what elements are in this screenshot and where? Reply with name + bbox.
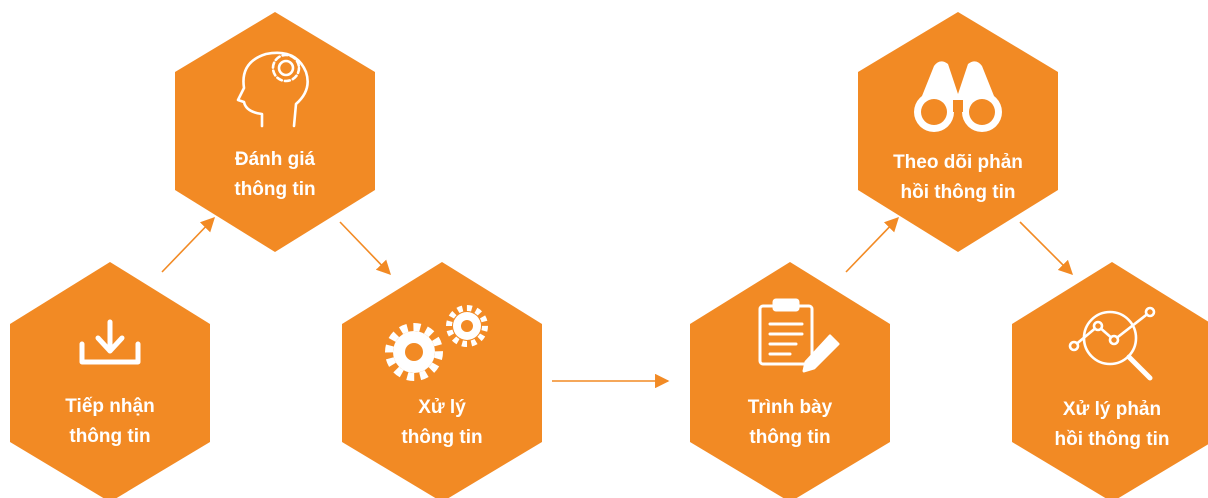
step-label-handle: Xử lý phản hồi thông tin (1032, 395, 1192, 455)
gears-icon (385, 305, 488, 381)
step-label-line: Tiếp nhận (65, 396, 155, 417)
hexagon-process (342, 262, 542, 498)
step-label-line: thông tin (234, 179, 316, 200)
step-label-evaluate: Đánh giá thông tin (205, 145, 345, 205)
binoculars-icon (914, 61, 1002, 132)
step-label-line: Xử lý (418, 397, 466, 418)
hexagon-monitor (858, 12, 1058, 252)
hexagon-receive (10, 262, 210, 498)
step-label-line: thông tin (69, 426, 151, 447)
step-label-receive: Tiếp nhận thông tin (40, 392, 180, 452)
clipboard-pen-icon (758, 298, 840, 373)
analytics-search-icon (1068, 306, 1156, 381)
arrow-receive-to-evaluate (161, 216, 215, 273)
step-label-process: Xử lý thông tin (372, 393, 512, 453)
hexagon-handle (1012, 262, 1208, 498)
step-label-present: Trình bày thông tin (720, 393, 860, 453)
step-label-line: thông tin (401, 427, 483, 448)
step-label-line: Trình bày (747, 397, 833, 418)
step-label-monitor: Theo dõi phản hồi thông tin (878, 148, 1038, 208)
arrow-present-to-monitor (845, 216, 899, 273)
download-icon (79, 319, 141, 365)
step-label-line: hồi thông tin (900, 182, 1016, 203)
arrow-monitor-to-handle (1019, 221, 1074, 276)
step-label-line: thông tin (749, 427, 831, 448)
step-label-line: hồi thông tin (1054, 429, 1170, 450)
step-label-line: Theo dõi phản (893, 152, 1023, 173)
step-label-line: Xử lý phản (1062, 399, 1162, 420)
hexagon-present (690, 262, 890, 498)
head-gear-icon (236, 51, 309, 128)
arrow-evaluate-to-process (339, 221, 391, 276)
hexagon-evaluate (175, 12, 375, 252)
step-label-line: Đánh giá (234, 149, 316, 170)
